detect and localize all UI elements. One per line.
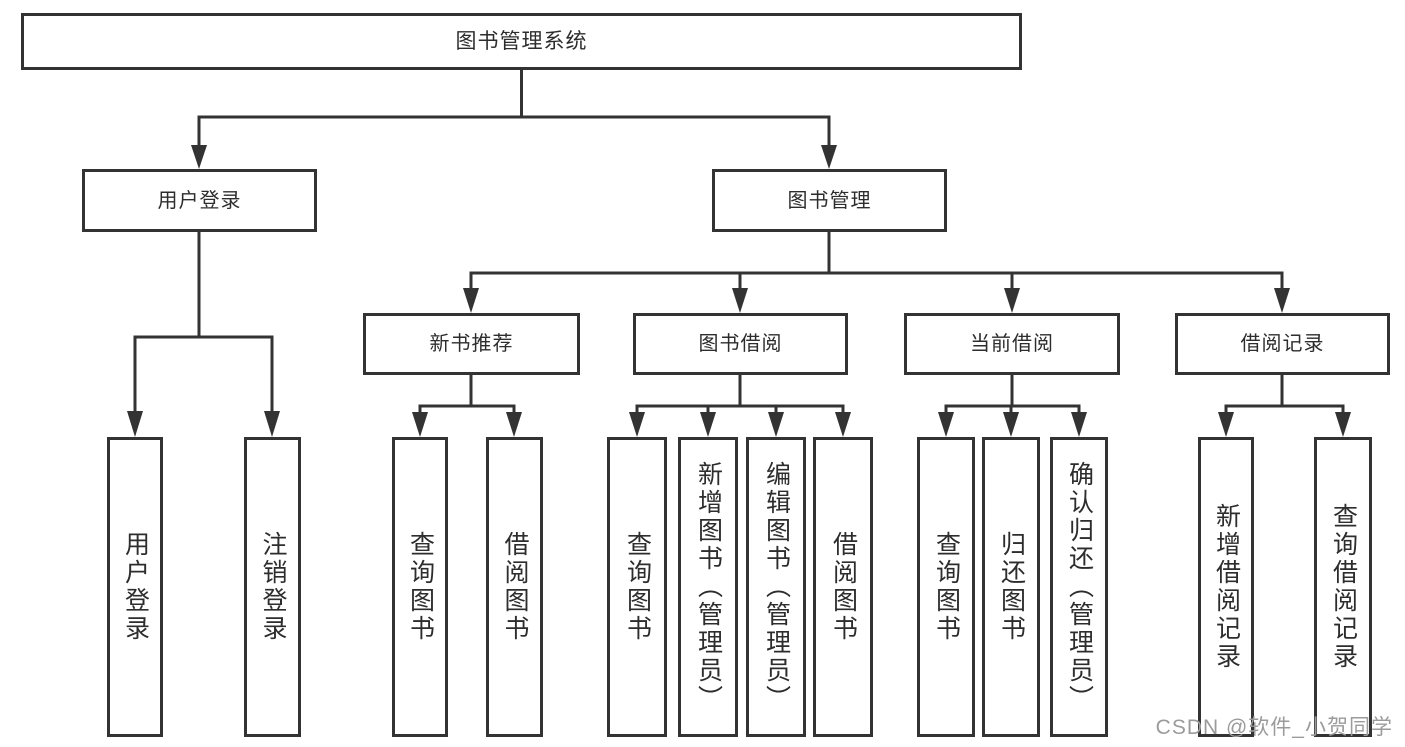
connector-level1-branch [197,115,831,147]
root-node: 图书管理系统 [21,13,1022,70]
leaf-add-book-admin: 新增图书（管理员） [678,437,738,737]
node-borrowing-records-label: 借阅记录 [1240,333,1325,355]
leaf-edit-book-admin: 编辑图书（管理员） [746,437,806,737]
leaf-query-books-current-label: 查询图书 [932,531,961,643]
connector-bb-branch [635,404,845,414]
arrowhead-current-borrowing [1004,288,1020,313]
leaf-user-login-label: 用户登录 [121,531,150,643]
node-borrowing-records: 借阅记录 [1175,313,1390,375]
arrowhead-book-management [821,145,837,169]
connector-level3-branch [469,271,1284,290]
arrowhead-bb-edit [768,412,784,437]
leaf-logout-label: 注销登录 [259,531,287,643]
connector-br-branch [1224,404,1345,414]
leaf-user-login: 用户登录 [107,437,163,737]
arrowhead-new-book-recommend [463,288,479,313]
leaf-confirm-return-admin-label: 确认归还（管理员） [1065,461,1094,713]
arrowhead-br-add [1218,412,1234,437]
connector-nbr-branch [418,404,516,414]
leaf-borrow-books-recommend-label: 借阅图书 [501,531,529,643]
leaf-edit-book-admin-label: 编辑图书（管理员） [762,461,791,713]
leaf-borrow-books-recommend: 借阅图书 [486,437,543,737]
node-new-book-recommend: 新书推荐 [363,313,580,375]
leaf-query-books-borrowing: 查询图书 [607,437,667,737]
arrowhead-bb-add [700,412,716,437]
leaf-query-books-borrowing-label: 查询图书 [623,531,652,643]
arrowhead-cb-return [1003,412,1019,437]
arrowhead-cb-confirm [1071,412,1087,437]
leaf-borrow-books-borrowing: 借阅图书 [813,437,873,737]
arrowhead-bb-query [629,412,645,437]
node-book-management-label: 图书管理 [787,189,872,212]
arrowhead-nbr-query [412,412,428,437]
leaf-confirm-return-admin: 确认归还（管理员） [1050,437,1108,737]
leaf-query-borrow-record: 查询借阅记录 [1314,437,1372,737]
arrowhead-leaf-user-login [127,411,143,437]
arrowhead-br-query [1335,412,1351,437]
leaf-return-books-label: 归还图书 [997,531,1026,643]
leaf-return-books: 归还图书 [982,437,1040,737]
node-book-borrowing: 图书借阅 [633,313,848,375]
node-new-book-recommend-label: 新书推荐 [429,333,514,355]
leaf-add-book-admin-label: 新增图书（管理员） [694,461,723,713]
leaf-query-books-current: 查询图书 [917,437,975,737]
node-user-login: 用户登录 [82,169,317,232]
leaf-borrow-books-borrowing-label: 借阅图书 [829,531,858,643]
node-current-borrowing-label: 当前借阅 [970,333,1054,355]
node-current-borrowing: 当前借阅 [904,313,1120,375]
arrowhead-bb-borrow [835,412,851,437]
root-node-label: 图书管理系统 [455,30,588,53]
leaf-logout: 注销登录 [244,437,301,737]
leaf-query-borrow-record-label: 查询借阅记录 [1329,503,1358,671]
arrowhead-borrowing-records [1274,288,1290,313]
leaf-add-borrow-record-label: 新增借阅记录 [1212,503,1241,671]
arrowhead-leaf-logout [264,411,280,437]
arrowhead-nbr-borrow [506,412,522,437]
leaf-add-borrow-record: 新增借阅记录 [1198,437,1254,737]
arrowhead-cb-query [938,412,954,437]
leaf-query-books-recommend: 查询图书 [392,437,448,737]
node-user-login-label: 用户登录 [157,189,242,212]
leaf-query-books-recommend-label: 查询图书 [406,531,435,643]
node-book-borrowing-label: 图书借阅 [698,333,783,355]
arrowhead-book-borrowing [732,288,748,313]
node-book-management: 图书管理 [712,169,947,232]
connector-user-login-branch [133,335,274,413]
arrowhead-user-login [191,145,207,169]
